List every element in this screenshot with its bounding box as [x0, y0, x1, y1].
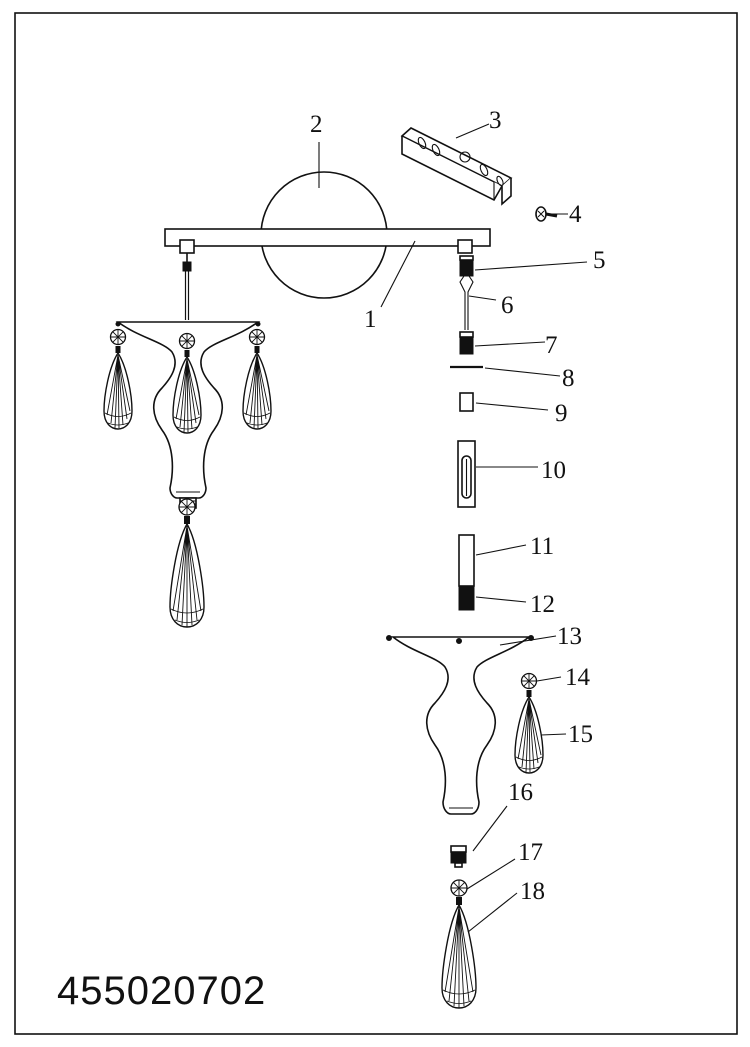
part-label-7: 7 — [545, 332, 558, 359]
part-numbers: 1 2 3 4 5 6 7 8 9 10 11 12 13 14 15 16 1… — [310, 107, 606, 905]
part-label-14: 14 — [565, 664, 591, 691]
part-label-15: 15 — [568, 721, 593, 748]
part-label-12: 12 — [530, 591, 555, 618]
part-label-16: 16 — [508, 779, 533, 806]
part-label-10: 10 — [541, 457, 566, 484]
threaded-tube — [458, 534, 475, 587]
left-connector — [179, 239, 195, 254]
exploded-parts — [386, 127, 558, 1009]
nut — [459, 392, 474, 412]
part-label-8: 8 — [562, 365, 575, 392]
lower-connector — [459, 335, 474, 355]
crystal-ornament-15 — [514, 672, 544, 774]
crystal-drop-left — [103, 328, 133, 430]
part-label-6: 6 — [501, 292, 514, 319]
part-label-4: 4 — [569, 201, 582, 228]
part-label-2: 2 — [310, 111, 323, 138]
part-label-18: 18 — [520, 878, 545, 905]
crystal-drop-right — [242, 328, 272, 430]
page-frame — [14, 12, 738, 1035]
part-label-9: 9 — [555, 400, 568, 427]
suspension-wire — [459, 275, 474, 330]
product-code: 455020702 — [57, 969, 266, 1013]
ceiling-bar — [164, 228, 491, 247]
rod-top-fitting — [182, 261, 192, 272]
lamp-holder — [458, 585, 475, 611]
part-label-11: 11 — [530, 533, 554, 560]
part-label-1: 1 — [364, 306, 377, 333]
right-connector — [457, 239, 473, 254]
assembled-view — [103, 171, 491, 628]
part-label-3: 3 — [489, 107, 502, 134]
bottom-cap — [450, 845, 467, 868]
crystal-drop-bottom — [169, 498, 205, 628]
crystal-ornament-18 — [441, 879, 477, 1009]
part-label-17: 17 — [518, 839, 543, 866]
leader-lines — [318, 123, 588, 933]
mounting-bracket — [400, 127, 513, 206]
screw — [535, 206, 558, 222]
glass-shade — [386, 635, 534, 815]
part-label-5: 5 — [593, 247, 606, 274]
part-label-13: 13 — [557, 623, 582, 650]
